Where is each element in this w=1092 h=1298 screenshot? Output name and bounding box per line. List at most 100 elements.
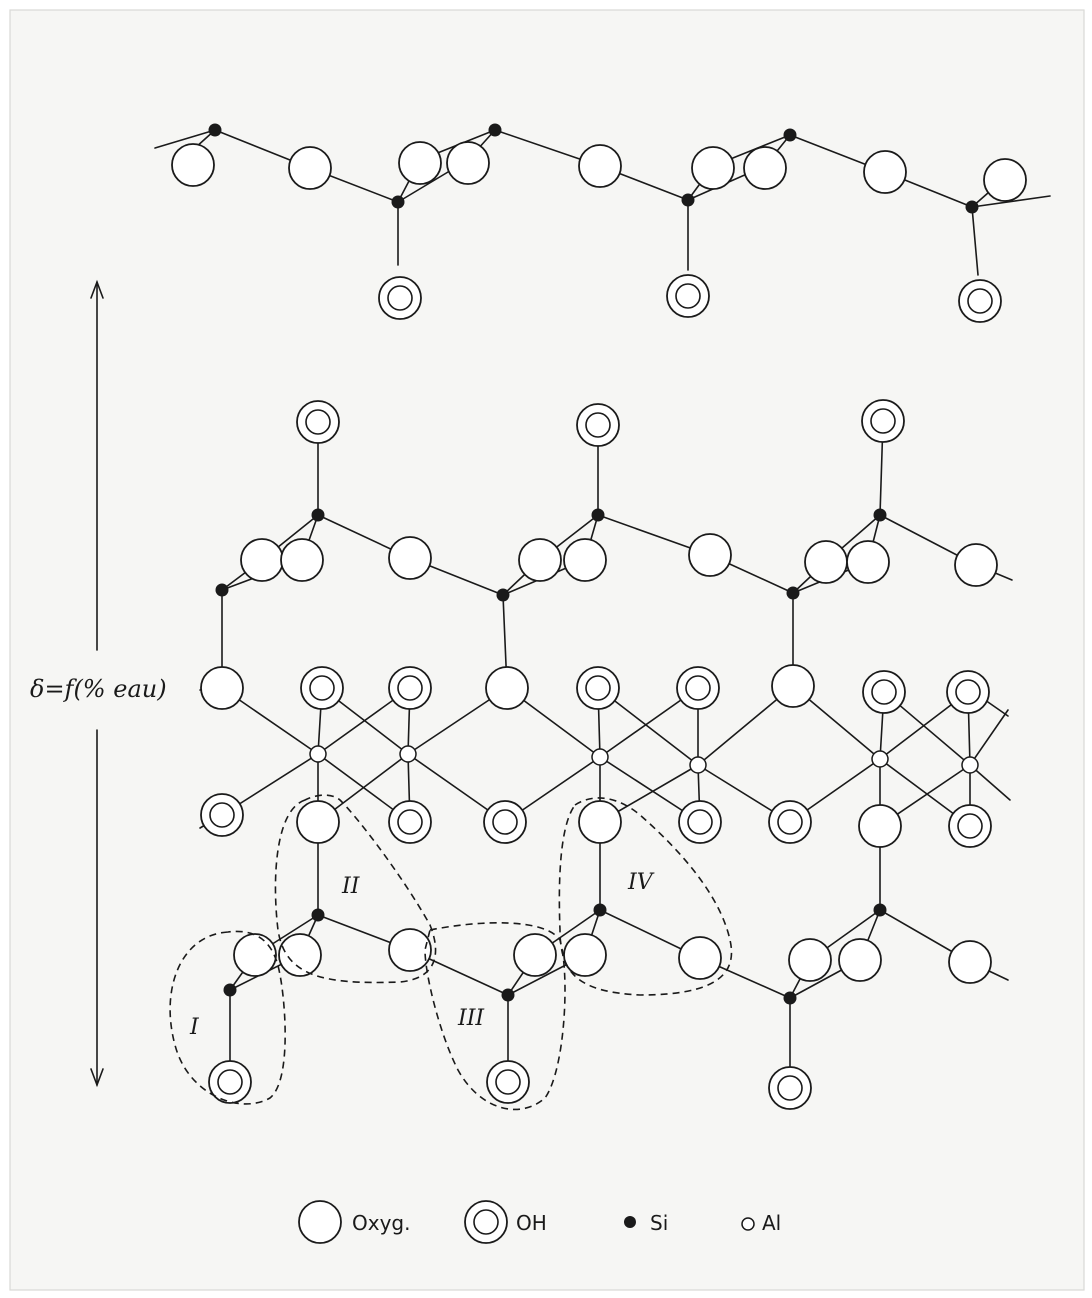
hydroxyl-outer <box>768 800 812 844</box>
silicon-atom <box>311 908 325 922</box>
hydroxyl-outer <box>486 1060 530 1104</box>
silicon-atom <box>873 508 887 522</box>
oxygen-atom <box>278 933 322 977</box>
hydroxyl-group <box>666 274 710 318</box>
legend-hydroxyl-inner <box>473 1209 499 1235</box>
hydroxyl-inner <box>387 285 413 311</box>
oxygen-atom <box>398 141 442 185</box>
oxygen-atom <box>171 143 215 187</box>
hydroxyl-group <box>946 670 990 714</box>
silicon-atom <box>873 903 887 917</box>
oxygen-atom <box>388 536 432 580</box>
oxygen-atom <box>578 800 622 844</box>
hydroxyl-group <box>388 666 432 710</box>
hydroxyl-group <box>861 399 905 443</box>
hydroxyl-outer <box>676 666 720 710</box>
hydroxyl-outer <box>768 1066 812 1110</box>
oxygen-atom <box>804 540 848 584</box>
hydroxyl-group <box>296 400 340 444</box>
hydroxyl-inner <box>870 408 896 434</box>
oxygen-atom <box>288 146 332 190</box>
aluminium-atom <box>309 745 327 763</box>
hydroxyl-outer <box>862 670 906 714</box>
bond-line <box>969 764 1011 801</box>
aluminium-atom <box>399 745 417 763</box>
hydroxyl-group <box>483 800 527 844</box>
aluminium-atom <box>871 750 889 768</box>
hydroxyl-group <box>768 800 812 844</box>
hydroxyl-outer <box>483 800 527 844</box>
hydroxyl-inner <box>585 675 611 701</box>
hydroxyl-inner <box>955 679 981 705</box>
hydroxyl-inner <box>687 809 713 835</box>
hydroxyl-group <box>486 1060 530 1104</box>
hydroxyl-group <box>768 1066 812 1110</box>
aluminium-atom <box>689 756 707 774</box>
oxygen-atom <box>240 538 284 582</box>
legend-aluminium-symbol <box>741 1217 755 1231</box>
aluminium-atom <box>591 748 609 766</box>
hydroxyl-group <box>576 666 620 710</box>
hydroxyl-outer <box>576 403 620 447</box>
hydroxyl-inner <box>871 679 897 705</box>
hydroxyl-inner <box>777 809 803 835</box>
oxygen-atom <box>233 933 277 977</box>
region-label-ii: II <box>341 874 361 899</box>
oxygen-atom <box>771 664 815 708</box>
legend-oxygen-label: Oxyg. <box>352 1211 410 1235</box>
silicon-atom <box>783 991 797 1005</box>
hydroxyl-group <box>200 793 244 837</box>
hydroxyl-outer <box>388 800 432 844</box>
oxygen-atom <box>954 543 998 587</box>
hydroxyl-outer <box>958 279 1002 323</box>
oxygen-atom <box>518 538 562 582</box>
oxygen-atom <box>983 158 1027 202</box>
hydroxyl-inner <box>217 1069 243 1095</box>
hydroxyl-inner <box>397 809 423 835</box>
oxygen-atom <box>863 150 907 194</box>
hydroxyl-outer <box>948 804 992 848</box>
oxygen-atom <box>485 666 529 710</box>
region-outline-iv <box>558 797 733 996</box>
silicon-atom <box>488 123 502 137</box>
hydroxyl-group <box>300 666 344 710</box>
hydroxyl-outer <box>946 670 990 714</box>
atoms <box>171 123 1027 1110</box>
silicon-atom <box>391 195 405 209</box>
oxygen-atom <box>563 933 607 977</box>
silicon-atom <box>223 983 237 997</box>
region-label-iii: III <box>457 1006 485 1031</box>
oxygen-atom <box>858 804 902 848</box>
hydroxyl-outer <box>300 666 344 710</box>
hydroxyl-inner <box>305 409 331 435</box>
oxygen-atom <box>688 533 732 577</box>
oxygen-atom <box>678 936 722 980</box>
silicon-atom <box>965 200 979 214</box>
oxygen-atom <box>691 146 735 190</box>
oxygen-atom <box>788 938 832 982</box>
silicon-atom <box>783 128 797 142</box>
silicon-atom <box>501 988 515 1002</box>
silicon-atom <box>496 588 510 602</box>
silicon-atom <box>786 586 800 600</box>
region-outline-i <box>169 930 286 1105</box>
oxygen-atom <box>513 933 557 977</box>
hydroxyl-inner <box>675 283 701 309</box>
aluminium-atom <box>961 756 979 774</box>
legend-hydroxyl-symbol <box>464 1200 508 1244</box>
hydroxyl-outer <box>388 666 432 710</box>
hydroxyl-outer <box>208 1060 252 1104</box>
hydroxyl-outer <box>378 276 422 320</box>
silicon-atom <box>311 508 325 522</box>
paper-sheet <box>9 9 1085 1291</box>
legend: Oxyg. OH Si Al <box>298 1200 781 1244</box>
region-label-iv: IV <box>627 870 655 895</box>
silicon-atom <box>208 123 222 137</box>
hydroxyl-group <box>958 279 1002 323</box>
bond-line <box>971 195 1051 208</box>
region-outlines <box>169 794 733 1111</box>
hydroxyl-group <box>678 800 722 844</box>
silicon-atom <box>681 193 695 207</box>
hydroxyl-group <box>676 666 720 710</box>
